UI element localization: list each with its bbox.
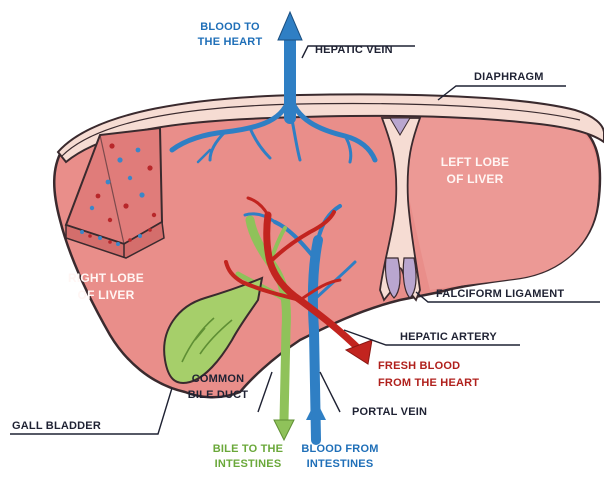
label-falciform-ligament: FALCIFORM LIGAMENT	[436, 288, 564, 300]
label-blood-to-heart-2: THE HEART	[198, 36, 263, 48]
label-portal-vein: PORTAL VEIN	[352, 406, 427, 418]
label-bile-to-intestines-2: INTESTINES	[215, 458, 282, 470]
label-left-lobe-2: OF LIVER	[447, 172, 504, 186]
label-fresh-blood-2: FROM THE HEART	[378, 377, 479, 389]
label-hepatic-vein: HEPATIC VEIN	[315, 44, 393, 56]
label-right-lobe-1: RIGHT LOBE	[68, 271, 144, 285]
bile-to-intestines-arrow	[274, 420, 294, 440]
label-bile-to-intestines-1: BILE TO THE	[213, 443, 283, 455]
label-right-lobe-2: OF LIVER	[78, 288, 135, 302]
label-blood-from-intestines-2: INTESTINES	[307, 458, 374, 470]
leader-common-bile-duct	[258, 372, 272, 412]
label-blood-to-heart-1: BLOOD TO	[200, 21, 260, 33]
label-left-lobe-1: LEFT LOBE	[441, 155, 509, 169]
blood-to-heart-arrow	[278, 12, 302, 40]
blood-from-intestines-arrow	[306, 400, 326, 420]
label-hepatic-artery: HEPATIC ARTERY	[400, 331, 497, 343]
label-blood-from-intestines-1: BLOOD FROM	[301, 443, 378, 455]
leader-portal-vein	[320, 372, 340, 412]
label-fresh-blood-1: FRESH BLOOD	[378, 360, 460, 372]
label-common-bile-duct-1: COMMON	[192, 373, 245, 385]
label-gall-bladder: GALL BLADDER	[12, 420, 101, 432]
label-diaphragm: DIAPHRAGM	[474, 71, 544, 83]
label-common-bile-duct-2: BILE DUCT	[188, 389, 249, 401]
